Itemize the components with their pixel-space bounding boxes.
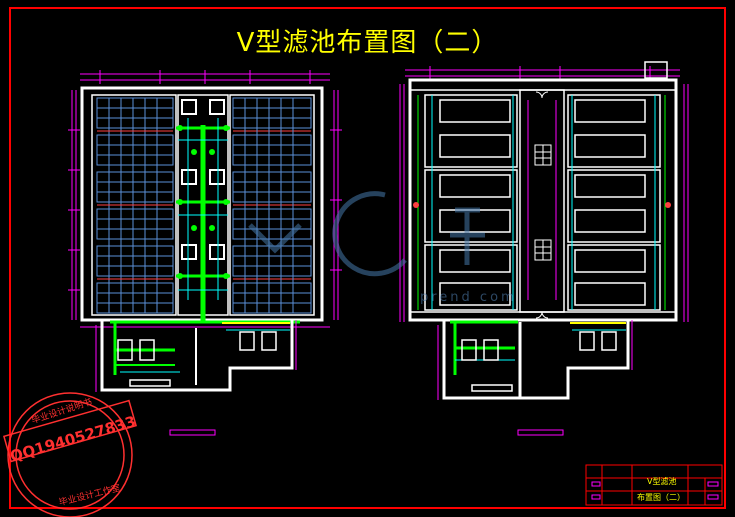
right-building-wall [408, 78, 678, 322]
outer-border [9, 7, 726, 509]
left-dimensions [68, 70, 342, 328]
title-block-line1: V型滤池 [647, 477, 677, 486]
watermark-logo [248, 191, 485, 277]
right-filter-cells-west [424, 94, 518, 311]
title-block-line2: 布置图（二） [637, 493, 685, 502]
left-plan [68, 70, 342, 436]
right-filter-cells-east [567, 94, 661, 311]
title-block [585, 464, 723, 506]
right-corridor [519, 89, 565, 313]
right-dimensions [399, 66, 689, 322]
stamp-seal [3, 392, 137, 517]
right-plan [399, 61, 689, 436]
watermark-text: prend com [420, 290, 517, 305]
right-lower-building [442, 320, 630, 400]
drawing-title: V型滤池布置图（二） [236, 28, 499, 58]
left-lower-building [100, 320, 294, 392]
left-filter-cells-east [232, 97, 312, 314]
